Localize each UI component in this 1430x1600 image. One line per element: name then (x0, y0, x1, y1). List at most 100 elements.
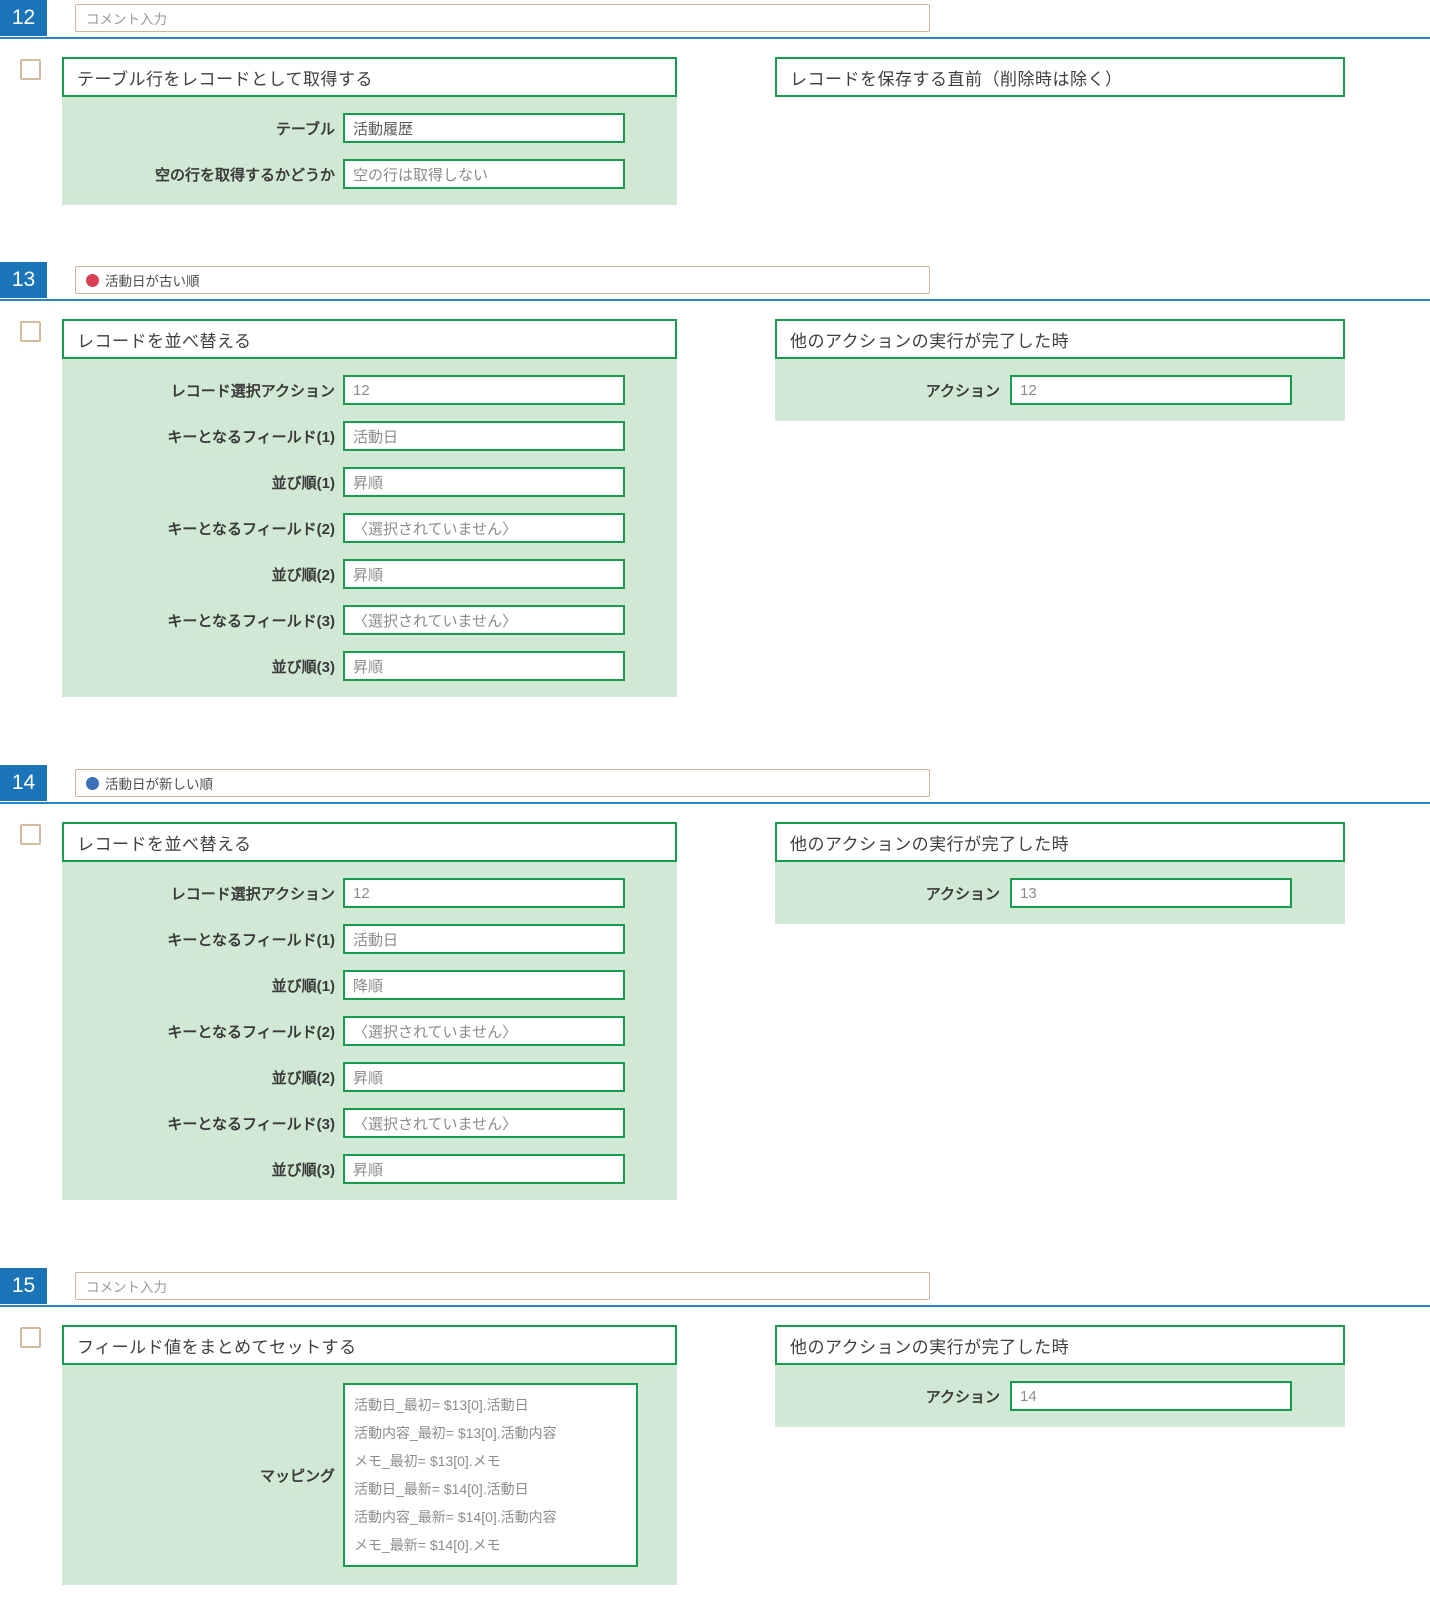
blue-circle-icon (86, 776, 99, 790)
field-label: マッピング (259, 1467, 335, 1485)
record-action-select[interactable]: 12 (343, 878, 625, 908)
trigger-title[interactable]: レコードを保存する直前（削除時は除く） (775, 57, 1345, 97)
field-label: キーとなるフィールド(2) (167, 1023, 335, 1041)
action-card: テーブル行をレコードとして取得する テーブル 活動履歴 空の行を取得するかどうか… (62, 57, 677, 205)
trigger-card: 他のアクションの実行が完了した時 アクション 13 (775, 822, 1345, 924)
field-label: キーとなるフィールド(3) (167, 1115, 335, 1133)
comment-input[interactable]: 活動日が新しい順 (75, 769, 930, 797)
mapping-line: メモ_最新= $14[0].メモ (354, 1537, 501, 1553)
comment-text: 活動日が新しい順 (105, 777, 213, 792)
field-label: レコード選択アクション (170, 885, 335, 903)
mapping-textarea[interactable]: 活動日_最初= $13[0].活動日 活動内容_最初= $13[0].活動内容 … (343, 1383, 638, 1567)
header-divider (0, 802, 1430, 804)
comment-placeholder: コメント入力 (86, 12, 167, 27)
comment-text: 活動日が古い順 (105, 274, 200, 289)
action-title[interactable]: レコードを並べ替える (62, 319, 677, 359)
action-card: レコードを並べ替える レコード選択アクション 12 キーとなるフィールド(1) … (62, 319, 677, 697)
trigger-title[interactable]: 他のアクションの実行が完了した時 (775, 319, 1345, 359)
sort-order-3-select[interactable]: 昇順 (343, 651, 625, 681)
sort-order-1-select[interactable]: 昇順 (343, 467, 625, 497)
field-label: テーブル (275, 120, 335, 138)
sort-order-2-select[interactable]: 昇順 (343, 559, 625, 589)
key-field-2-select[interactable]: 〈選択されていません〉 (343, 1016, 625, 1046)
field-row: アクション 13 (775, 878, 1345, 908)
field-label: キーとなるフィールド(3) (167, 612, 335, 630)
mapping-line: メモ_最初= $13[0].メモ (354, 1453, 501, 1469)
field-label: アクション (925, 382, 1000, 400)
comment-input[interactable]: コメント入力 (75, 4, 930, 32)
action-card: レコードを並べ替える レコード選択アクション 12 キーとなるフィールド(1) … (62, 822, 677, 1200)
trigger-card: 他のアクションの実行が完了した時 アクション 12 (775, 319, 1345, 421)
mapping-line: 活動内容_最新= $14[0].活動内容 (354, 1509, 557, 1525)
table-select[interactable]: 活動履歴 (343, 113, 625, 143)
step-number-badge: 12 (0, 0, 47, 36)
field-label: レコード選択アクション (170, 382, 335, 400)
action-title[interactable]: テーブル行をレコードとして取得する (62, 57, 677, 97)
step-number-badge: 15 (0, 1268, 47, 1304)
field-row: キーとなるフィールド(3) 〈選択されていません〉 (62, 1108, 677, 1138)
key-field-1-select[interactable]: 活動日 (343, 924, 625, 954)
select-checkbox[interactable] (20, 59, 41, 80)
field-label: 並び順(2) (271, 566, 335, 584)
action-card: フィールド値をまとめてセットする マッピング 活動日_最初= $13[0].活動… (62, 1325, 677, 1585)
action-block-12: 12 コメント入力 テーブル行をレコードとして取得する テーブル 活動履歴 空の… (0, 0, 1430, 207)
select-checkbox[interactable] (20, 1327, 41, 1348)
field-label: 並び順(2) (271, 1069, 335, 1087)
field-row: マッピング 活動日_最初= $13[0].活動日 活動内容_最初= $13[0]… (62, 1383, 677, 1567)
trigger-title[interactable]: 他のアクションの実行が完了した時 (775, 1325, 1345, 1365)
field-label: 並び順(1) (271, 474, 335, 492)
trigger-card: レコードを保存する直前（削除時は除く） (775, 57, 1345, 97)
field-row: 並び順(2) 昇順 (62, 1062, 677, 1092)
header-divider (0, 1305, 1430, 1307)
comment-placeholder: コメント入力 (86, 1280, 167, 1295)
comment-input[interactable]: 活動日が古い順 (75, 266, 930, 294)
comment-input[interactable]: コメント入力 (75, 1272, 930, 1300)
select-checkbox[interactable] (20, 321, 41, 342)
field-row: キーとなるフィールド(2) 〈選択されていません〉 (62, 513, 677, 543)
field-label: 並び順(3) (271, 1161, 335, 1179)
field-label: 並び順(3) (271, 658, 335, 676)
field-row: 並び順(1) 降順 (62, 970, 677, 1000)
trigger-title[interactable]: 他のアクションの実行が完了した時 (775, 822, 1345, 862)
trigger-card: 他のアクションの実行が完了した時 アクション 14 (775, 1325, 1345, 1427)
field-row: 並び順(3) 昇順 (62, 1154, 677, 1184)
step-number-badge: 13 (0, 262, 47, 298)
field-label: アクション (925, 1388, 1000, 1406)
action-block-14: 14 活動日が新しい順 レコードを並べ替える レコード選択アクション 12 キー… (0, 765, 1430, 1200)
field-label: キーとなるフィールド(2) (167, 520, 335, 538)
field-row: 並び順(3) 昇順 (62, 651, 677, 681)
action-block-13: 13 活動日が古い順 レコードを並べ替える レコード選択アクション 12 キーと… (0, 262, 1430, 697)
mapping-line: 活動日_最初= $13[0].活動日 (354, 1397, 529, 1413)
field-row: キーとなるフィールド(3) 〈選択されていません〉 (62, 605, 677, 635)
key-field-3-select[interactable]: 〈選択されていません〉 (343, 1108, 625, 1138)
field-label: アクション (925, 885, 1000, 903)
sort-order-1-select[interactable]: 降順 (343, 970, 625, 1000)
step-number-badge: 14 (0, 765, 47, 801)
select-checkbox[interactable] (20, 824, 41, 845)
red-circle-icon (86, 273, 99, 287)
field-label: キーとなるフィールド(1) (167, 428, 335, 446)
trigger-action-select[interactable]: 12 (1010, 375, 1292, 405)
field-row: レコード選択アクション 12 (62, 878, 677, 908)
field-row: アクション 12 (775, 375, 1345, 405)
record-action-select[interactable]: 12 (343, 375, 625, 405)
action-title[interactable]: フィールド値をまとめてセットする (62, 1325, 677, 1365)
header-divider (0, 299, 1430, 301)
trigger-action-select[interactable]: 14 (1010, 1381, 1292, 1411)
field-row: 並び順(2) 昇順 (62, 559, 677, 589)
sort-order-3-select[interactable]: 昇順 (343, 1154, 625, 1184)
empty-rows-select[interactable]: 空の行は取得しない (343, 159, 625, 189)
action-title[interactable]: レコードを並べ替える (62, 822, 677, 862)
key-field-1-select[interactable]: 活動日 (343, 421, 625, 451)
field-label: キーとなるフィールド(1) (167, 931, 335, 949)
trigger-action-select[interactable]: 13 (1010, 878, 1292, 908)
key-field-2-select[interactable]: 〈選択されていません〉 (343, 513, 625, 543)
field-row: 並び順(1) 昇順 (62, 467, 677, 497)
header-divider (0, 37, 1430, 39)
mapping-line: 活動内容_最初= $13[0].活動内容 (354, 1425, 557, 1441)
field-row: キーとなるフィールド(1) 活動日 (62, 924, 677, 954)
key-field-3-select[interactable]: 〈選択されていません〉 (343, 605, 625, 635)
sort-order-2-select[interactable]: 昇順 (343, 1062, 625, 1092)
field-row: 空の行を取得するかどうか 空の行は取得しない (62, 159, 677, 189)
